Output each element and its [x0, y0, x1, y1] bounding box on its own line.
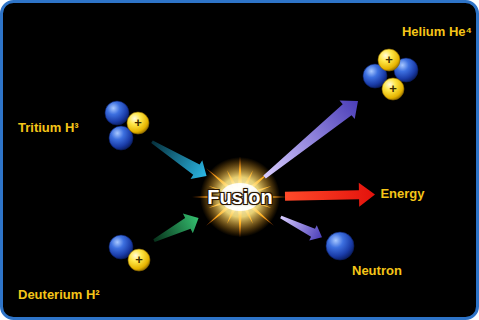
- nucleus-illustration: [104, 100, 150, 152]
- nucleus-illustration: [325, 231, 355, 261]
- particle-label: Neutron: [352, 263, 402, 279]
- input-arrow: [153, 214, 198, 242]
- neutron-ball: [326, 232, 354, 260]
- particle-label: Deuterium H²: [18, 287, 100, 303]
- fusion-burst: Fusion: [197, 179, 283, 215]
- energy-node: Energy: [378, 185, 427, 203]
- charge-sign: +: [381, 52, 397, 68]
- tritium-nucleus: Tritium H³: [104, 100, 150, 152]
- output-arrow: [263, 100, 358, 178]
- proton-ball: [382, 78, 404, 100]
- output-arrow: [280, 216, 322, 241]
- charge-sign: +: [131, 252, 147, 268]
- input-arrow: [151, 140, 206, 178]
- nucleus-illustration: [107, 233, 152, 273]
- proton-ball: [378, 49, 400, 71]
- charge-sign: +: [130, 115, 146, 131]
- energy-label: Energy: [380, 186, 424, 202]
- neutron-ball: [105, 101, 129, 125]
- particle-label: Tritium H³: [18, 120, 79, 136]
- proton-ball: [127, 112, 149, 134]
- neutron-particle: Neutron: [325, 231, 355, 261]
- deuterium-nucleus: Deuterium H²: [107, 233, 152, 273]
- charge-sign: +: [385, 81, 401, 97]
- proton-ball: [128, 249, 150, 271]
- energy-arrow: [285, 183, 375, 207]
- fusion-label: Fusion: [207, 185, 273, 209]
- particle-label: Helium He⁴: [402, 24, 472, 40]
